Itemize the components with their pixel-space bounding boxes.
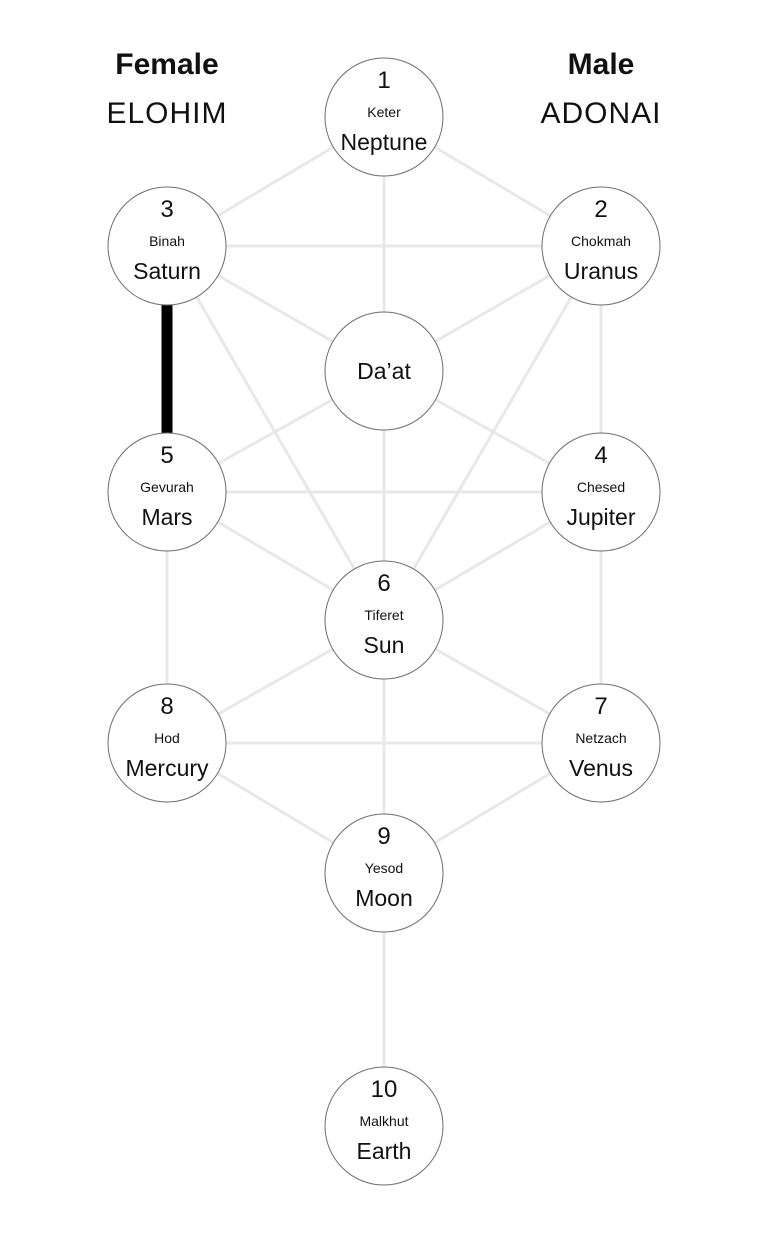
node-sephira-name: Gevurah bbox=[140, 479, 194, 495]
node-number: 4 bbox=[594, 442, 607, 469]
node-sephira-name: Netzach bbox=[575, 730, 626, 746]
node-number: 6 bbox=[377, 570, 390, 597]
male-title: Male bbox=[567, 48, 635, 81]
node-label: Da’at bbox=[357, 358, 411, 384]
node-number: 7 bbox=[594, 693, 607, 720]
node-circle bbox=[107, 683, 227, 803]
node-circle bbox=[541, 683, 661, 803]
node-number: 2 bbox=[594, 196, 607, 223]
node-planet: Sun bbox=[364, 632, 405, 658]
node-planet: Venus bbox=[569, 755, 633, 781]
sephira-node-daat: Da’at bbox=[324, 311, 444, 431]
node-sephira-name: Hod bbox=[154, 730, 180, 746]
node-circle bbox=[107, 432, 227, 552]
node-sephira-name: Binah bbox=[149, 233, 185, 249]
node-number: 8 bbox=[160, 693, 173, 720]
node-circle bbox=[541, 186, 661, 306]
node-planet: Saturn bbox=[133, 258, 201, 284]
node-number: 10 bbox=[371, 1076, 398, 1103]
node-planet: Jupiter bbox=[566, 504, 635, 530]
node-number: 5 bbox=[160, 442, 173, 469]
node-circle bbox=[541, 432, 661, 552]
node-number: 1 bbox=[377, 67, 390, 94]
node-circle bbox=[324, 813, 444, 933]
node-circle bbox=[324, 560, 444, 680]
node-circle bbox=[324, 311, 444, 431]
node-planet: Uranus bbox=[564, 258, 638, 284]
node-planet: Moon bbox=[355, 885, 413, 911]
node-planet: Mars bbox=[141, 504, 192, 530]
node-planet: Earth bbox=[357, 1138, 412, 1164]
node-sephira-name: Malkhut bbox=[359, 1113, 408, 1129]
node-sephira-name: Tiferet bbox=[364, 607, 403, 623]
female-divine-name: ELOHIM bbox=[106, 97, 228, 130]
node-circle bbox=[107, 186, 227, 306]
node-sephira-name: Yesod bbox=[365, 860, 403, 876]
female-title: Female bbox=[115, 48, 219, 81]
node-number: 3 bbox=[160, 196, 173, 223]
node-planet: Mercury bbox=[125, 755, 209, 781]
node-planet: Neptune bbox=[341, 129, 428, 155]
node-sephira-name: Chesed bbox=[577, 479, 625, 495]
male-divine-name: ADONAI bbox=[540, 97, 662, 130]
node-number: 9 bbox=[377, 823, 390, 850]
node-sephira-name: Keter bbox=[367, 104, 401, 120]
node-sephira-name: Chokmah bbox=[571, 233, 631, 249]
node-circle bbox=[324, 57, 444, 177]
node-circle bbox=[324, 1066, 444, 1186]
